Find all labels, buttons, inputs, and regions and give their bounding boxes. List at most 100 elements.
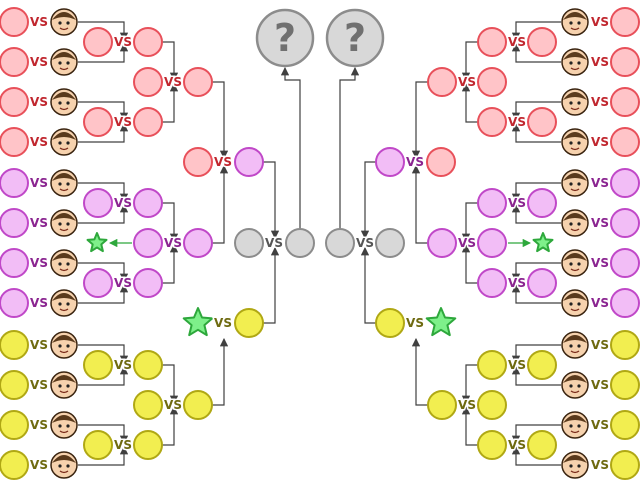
right-opponent-avatar[interactable] bbox=[561, 411, 589, 439]
right-opponent-avatar[interactable] bbox=[561, 169, 589, 197]
left-opponent-avatar[interactable] bbox=[50, 128, 78, 156]
left-opponent-avatar[interactable] bbox=[50, 249, 78, 277]
right-semifinal-slot[interactable] bbox=[325, 228, 355, 258]
right-round2-slot[interactable] bbox=[527, 268, 557, 298]
left-opponent-avatar[interactable] bbox=[50, 169, 78, 197]
vs-label: VS bbox=[591, 176, 609, 190]
right-round4-slot[interactable] bbox=[375, 147, 405, 177]
right-seed-slot[interactable] bbox=[610, 47, 640, 77]
left-opponent-avatar[interactable] bbox=[50, 411, 78, 439]
right-round2-slot[interactable] bbox=[477, 430, 507, 460]
left-semifinal-slot[interactable] bbox=[285, 228, 315, 258]
left-round4-slot[interactable] bbox=[183, 147, 213, 177]
right-round3-slot[interactable] bbox=[427, 67, 457, 97]
right-round4-slot[interactable] bbox=[375, 308, 405, 338]
right-round3-slot[interactable] bbox=[477, 67, 507, 97]
left-opponent-avatar[interactable] bbox=[50, 8, 78, 36]
right-seed-slot[interactable] bbox=[610, 168, 640, 198]
right-opponent-avatar[interactable] bbox=[561, 331, 589, 359]
right-seed-slot[interactable] bbox=[610, 330, 640, 360]
right-opponent-avatar[interactable] bbox=[561, 371, 589, 399]
left-seed-slot[interactable] bbox=[0, 450, 29, 480]
left-opponent-avatar[interactable] bbox=[50, 209, 78, 237]
left-opponent-avatar[interactable] bbox=[50, 371, 78, 399]
right-seed-slot[interactable] bbox=[610, 7, 640, 37]
left-round2-slot[interactable] bbox=[83, 430, 113, 460]
left-opponent-avatar[interactable] bbox=[50, 289, 78, 317]
right-round4-slot[interactable] bbox=[426, 147, 456, 177]
right-seed-slot[interactable] bbox=[610, 410, 640, 440]
right-opponent-avatar[interactable] bbox=[561, 249, 589, 277]
left-opponent-avatar[interactable] bbox=[50, 331, 78, 359]
bracket-arrow bbox=[212, 337, 229, 406]
left-round3-slot[interactable] bbox=[183, 228, 213, 258]
right-round3-slot[interactable] bbox=[427, 228, 457, 258]
right-round2-slot[interactable] bbox=[477, 188, 507, 218]
right-opponent-avatar[interactable] bbox=[561, 289, 589, 317]
right-round2-slot[interactable] bbox=[477, 107, 507, 137]
left-seed-slot[interactable] bbox=[0, 127, 29, 157]
bracket-arrow bbox=[461, 364, 478, 405]
right-seed-slot[interactable] bbox=[610, 127, 640, 157]
right-opponent-avatar[interactable] bbox=[561, 209, 589, 237]
right-round3-slot[interactable] bbox=[477, 228, 507, 258]
left-opponent-avatar[interactable] bbox=[50, 48, 78, 76]
left-opponent-avatar[interactable] bbox=[50, 451, 78, 479]
right-seed-slot[interactable] bbox=[610, 370, 640, 400]
right-round3-slot[interactable] bbox=[477, 390, 507, 420]
right-round2-slot[interactable] bbox=[477, 268, 507, 298]
right-seed-slot[interactable] bbox=[610, 87, 640, 117]
left-round2-slot[interactable] bbox=[83, 350, 113, 380]
left-seed-slot[interactable] bbox=[0, 7, 29, 37]
right-opponent-avatar[interactable] bbox=[561, 48, 589, 76]
left-round2-slot[interactable] bbox=[133, 350, 163, 380]
right-round2-slot[interactable] bbox=[527, 107, 557, 137]
right-semifinal-slot[interactable] bbox=[375, 228, 405, 258]
right-round2-slot[interactable] bbox=[527, 350, 557, 380]
bracket-arrow bbox=[511, 445, 561, 466]
left-round4-slot[interactable] bbox=[234, 147, 264, 177]
left-opponent-avatar[interactable] bbox=[50, 88, 78, 116]
left-semifinal-slot[interactable] bbox=[234, 228, 264, 258]
left-round3-slot[interactable] bbox=[133, 67, 163, 97]
right-opponent-avatar[interactable] bbox=[561, 8, 589, 36]
left-round2-slot[interactable] bbox=[83, 27, 113, 57]
left-seed-slot[interactable] bbox=[0, 168, 29, 198]
left-round3-slot[interactable] bbox=[183, 390, 213, 420]
left-round2-slot[interactable] bbox=[133, 430, 163, 460]
right-opponent-avatar[interactable] bbox=[561, 88, 589, 116]
left-round2-slot[interactable] bbox=[133, 107, 163, 137]
left-round2-slot[interactable] bbox=[133, 268, 163, 298]
left-seed-slot[interactable] bbox=[0, 410, 29, 440]
right-seed-slot[interactable] bbox=[610, 248, 640, 278]
bracket-arrow bbox=[461, 82, 478, 123]
right-round2-slot[interactable] bbox=[477, 27, 507, 57]
left-round2-slot[interactable] bbox=[133, 188, 163, 218]
left-seed-slot[interactable] bbox=[0, 330, 29, 360]
left-round4-slot[interactable] bbox=[234, 308, 264, 338]
right-round2-slot[interactable] bbox=[477, 350, 507, 380]
left-seed-slot[interactable] bbox=[0, 47, 29, 77]
right-round2-slot[interactable] bbox=[527, 430, 557, 460]
left-seed-slot[interactable] bbox=[0, 370, 29, 400]
left-round2-slot[interactable] bbox=[83, 107, 113, 137]
left-seed-slot[interactable] bbox=[0, 248, 29, 278]
left-round2-slot[interactable] bbox=[83, 188, 113, 218]
left-round3-slot[interactable] bbox=[183, 67, 213, 97]
left-round3-slot[interactable] bbox=[133, 390, 163, 420]
right-opponent-avatar[interactable] bbox=[561, 128, 589, 156]
right-seed-slot[interactable] bbox=[610, 208, 640, 238]
right-seed-slot[interactable] bbox=[610, 450, 640, 480]
vs-label: VS bbox=[164, 75, 182, 89]
left-seed-slot[interactable] bbox=[0, 208, 29, 238]
left-round2-slot[interactable] bbox=[83, 268, 113, 298]
right-round3-slot[interactable] bbox=[427, 390, 457, 420]
left-round3-slot[interactable] bbox=[133, 228, 163, 258]
left-seed-slot[interactable] bbox=[0, 288, 29, 318]
right-round2-slot[interactable] bbox=[527, 27, 557, 57]
left-seed-slot[interactable] bbox=[0, 87, 29, 117]
left-round2-slot[interactable] bbox=[133, 27, 163, 57]
right-opponent-avatar[interactable] bbox=[561, 451, 589, 479]
right-seed-slot[interactable] bbox=[610, 288, 640, 318]
right-round2-slot[interactable] bbox=[527, 188, 557, 218]
